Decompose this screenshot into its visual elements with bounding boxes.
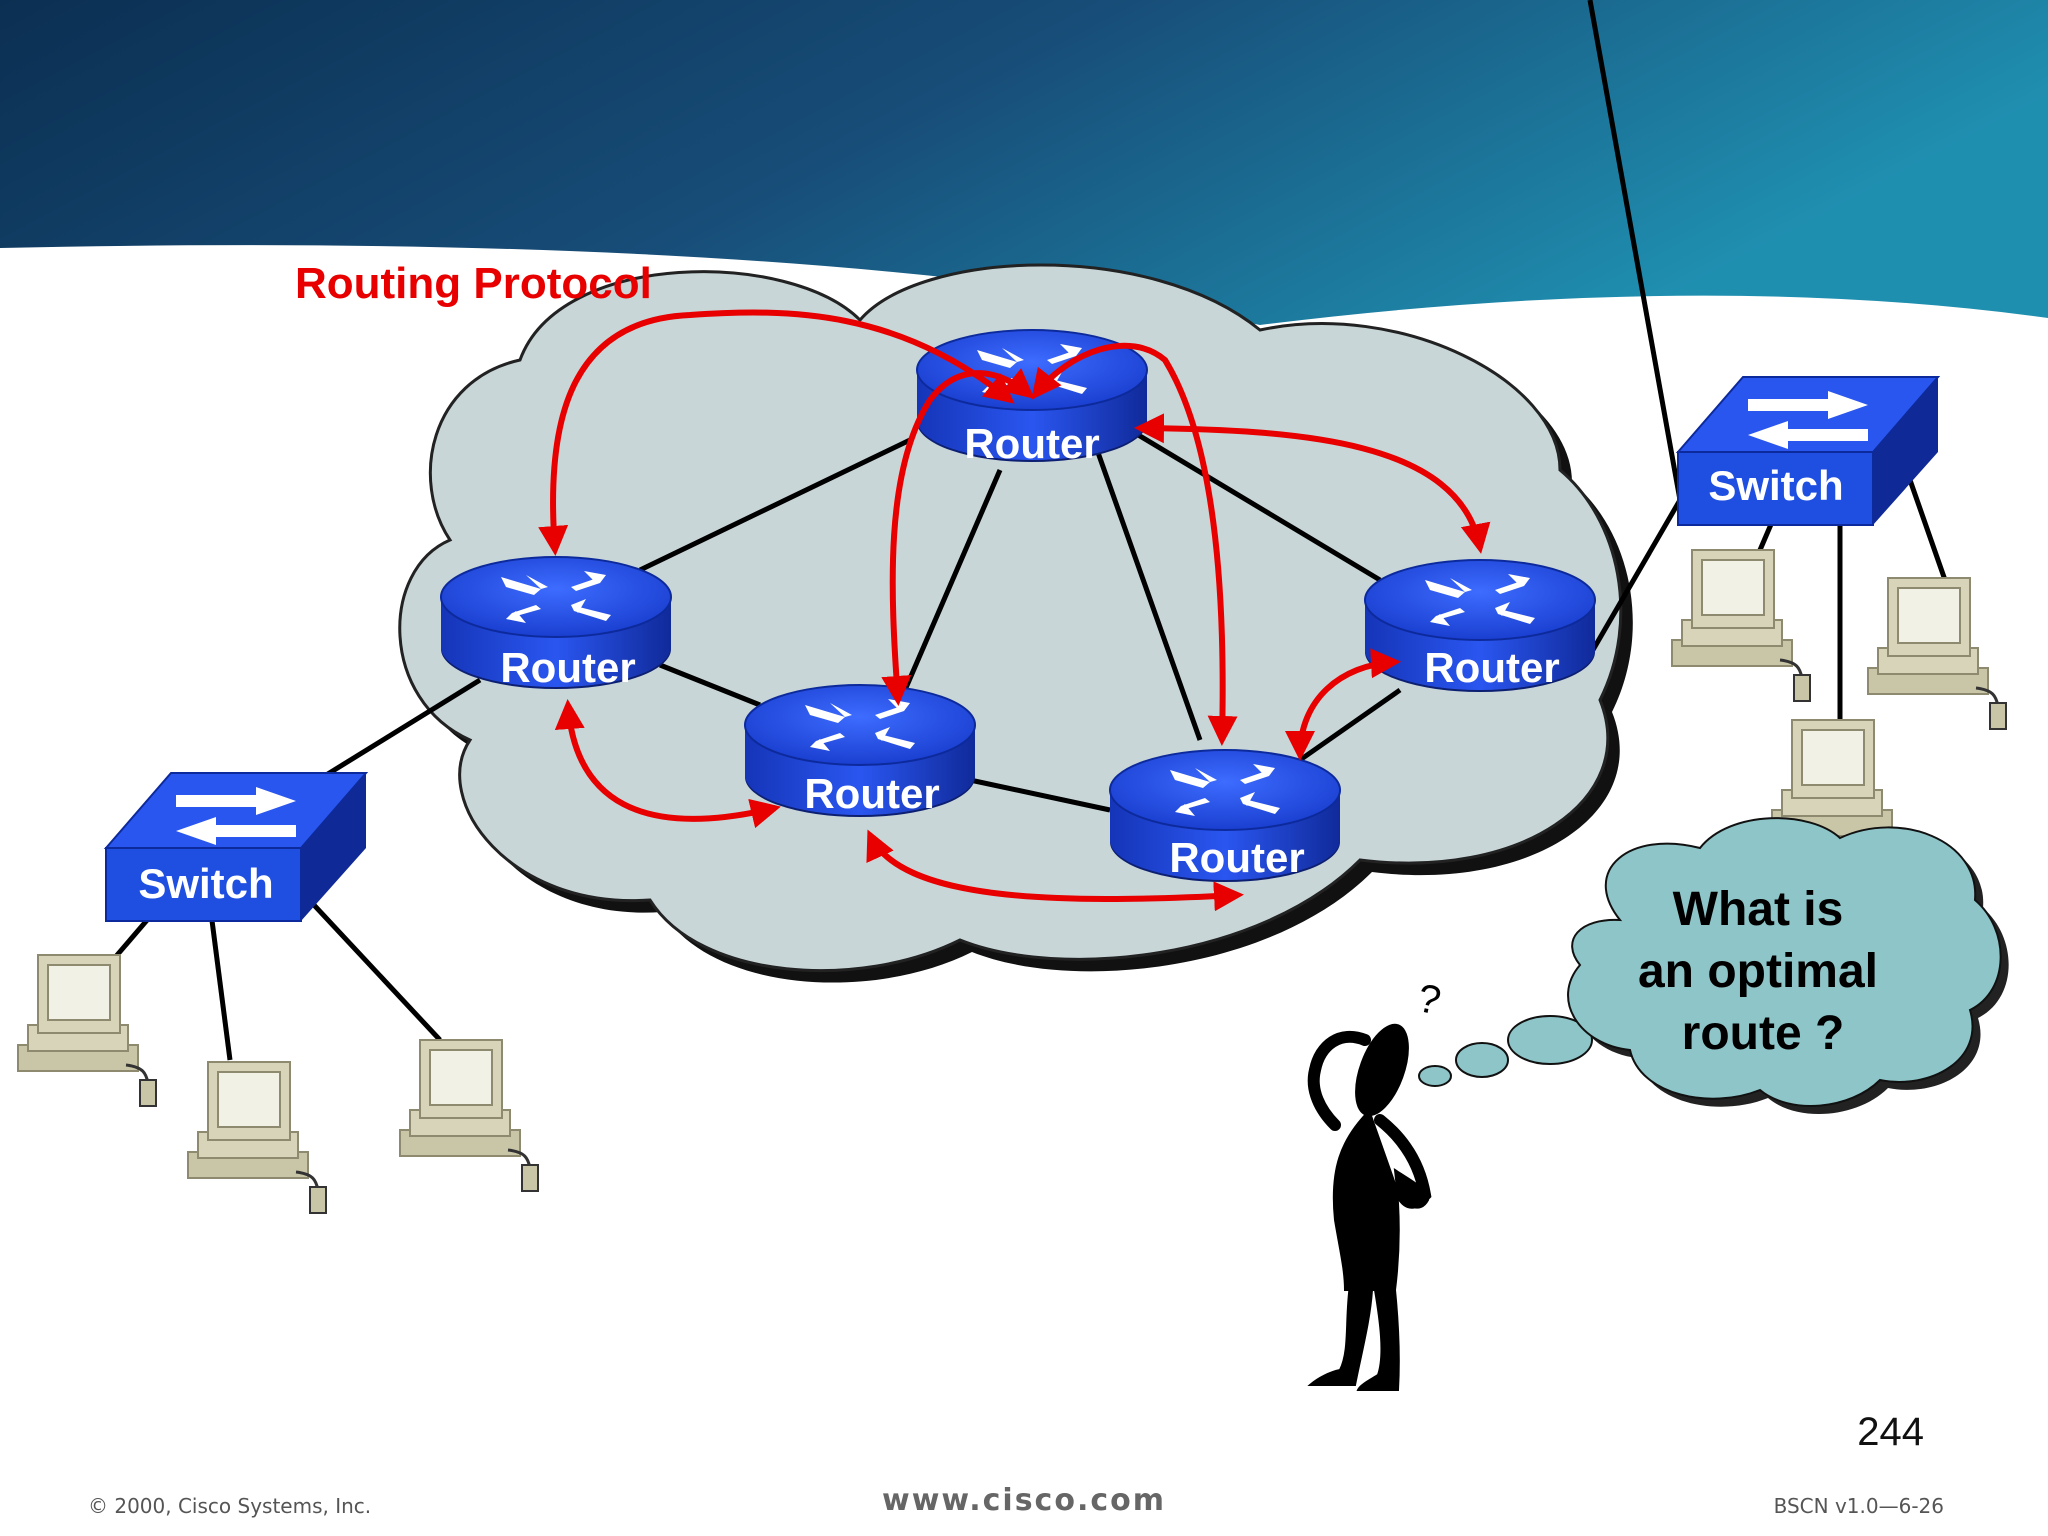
router-top-icon: Router [916,329,1148,467]
routing-protocol-label: Routing Protocol [295,259,652,308]
thought-line-3: route ? [1682,1007,1845,1060]
computer-icon [1866,576,2008,731]
thought-line-1: What is [1673,883,1844,936]
computer-icon [16,953,158,1108]
copyright-text: © 2000, Cisco Systems, Inc. [88,1494,372,1518]
router-center-label: Router [804,770,939,817]
computer-icon [1670,548,1812,703]
router-left-label: Router [500,644,635,691]
router-top-label: Router [964,420,1099,467]
thought-line-2: an optimal [1638,945,1878,998]
router-bottom-icon: Router [1109,749,1341,883]
routing-protocol-arrows [538,309,1491,912]
router-bottom-label: Router [1169,834,1304,881]
thinking-person-icon: ? [1307,976,1445,1391]
computer-icon [398,1038,540,1193]
switch-links [98,479,1948,1061]
router-center-icon: Router [744,684,976,818]
router-right-icon: Router [1364,559,1596,693]
switch-left-label: Switch [138,860,273,907]
switch-left-icon: Switch [105,772,367,922]
thought-bubble-icon: What is an optimal route ? [1418,817,2009,1115]
page-number: 244 [1857,1410,1924,1454]
website-url: www.cisco.com [882,1483,1166,1518]
course-code: BSCN v1.0—6-26 [1773,1494,1944,1518]
switch-right-label: Switch [1708,462,1843,509]
header-banner [0,0,2048,325]
router-left-icon: Router [440,556,672,691]
switch-right-icon: Switch [1677,376,1939,526]
question-mark: ? [1414,976,1445,1024]
router-right-label: Router [1424,644,1559,691]
computer-icon [186,1060,328,1215]
